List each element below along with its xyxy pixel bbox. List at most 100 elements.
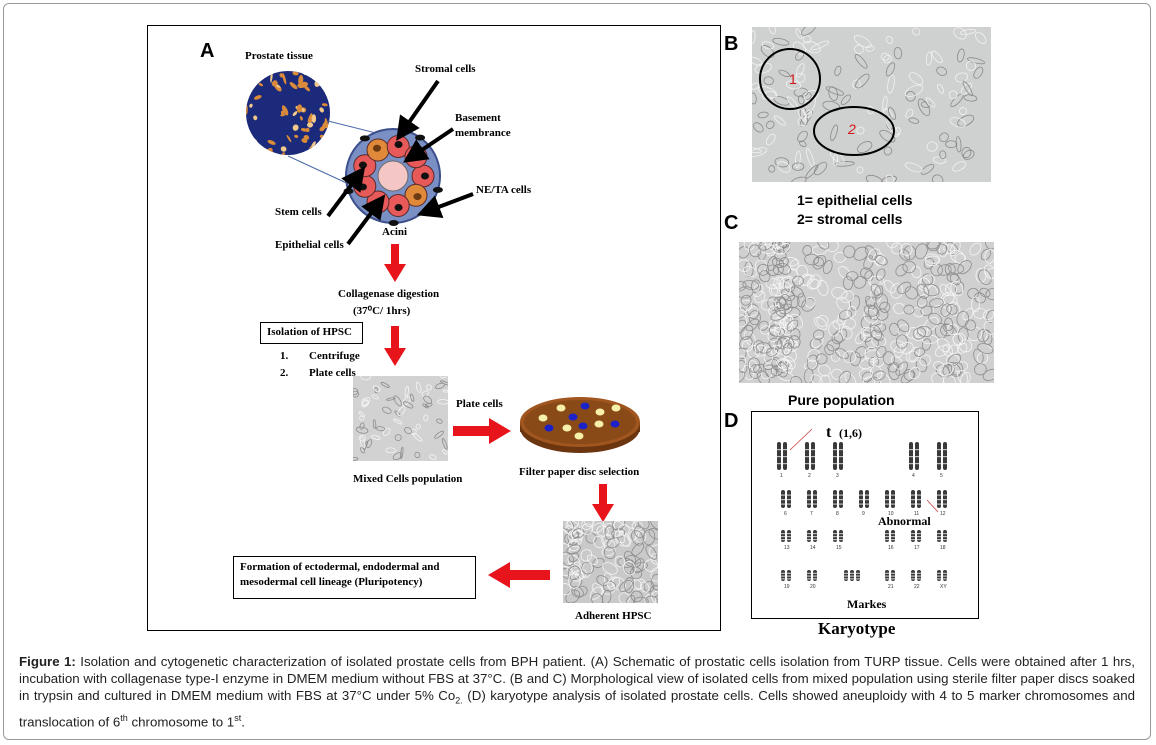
cell-outline: [760, 325, 771, 335]
cell-outline: [423, 395, 433, 404]
red-arrow-down-2: [384, 326, 406, 366]
cell-outline: [360, 376, 372, 381]
cell-outline: [801, 27, 817, 36]
cell-outline: [865, 174, 884, 182]
cell-outline: [960, 28, 976, 35]
cell-nucleus: [373, 144, 381, 152]
filter-disc: [568, 413, 578, 421]
chromosome-band: [937, 533, 941, 535]
tissue-fragment: [303, 135, 310, 140]
caption-text-1: Isolation and cytogenetic characterizati…: [19, 654, 1135, 703]
cell-outline: [985, 287, 994, 301]
cell-outline: [856, 126, 865, 135]
prostate-tissue-image: [246, 71, 330, 155]
cell-outline: [816, 315, 829, 327]
chromosome-band: [813, 503, 817, 505]
cell-outline: [939, 362, 954, 377]
chromosome-band: [833, 503, 837, 505]
cell-outline: [785, 80, 802, 90]
cell-outline: [954, 281, 965, 295]
chromosome-band: [839, 463, 843, 465]
cell-outline: [393, 395, 402, 407]
cell-outline: [404, 427, 412, 435]
cell-outline: [767, 296, 781, 311]
cell-outline: [952, 332, 966, 346]
chromosome-band: [917, 575, 921, 577]
cell-outline: [843, 276, 854, 290]
cell-outline: [876, 308, 889, 321]
cell-outline: [911, 265, 922, 279]
tissue-fragment: [303, 85, 310, 92]
cell-outline: [650, 567, 658, 582]
cell-outline: [353, 457, 359, 461]
cell-outline: [812, 257, 824, 270]
cell-outline: [426, 384, 432, 391]
chromosome-band: [859, 499, 863, 501]
cell-outline: [742, 279, 759, 290]
adherent-hpsc-label: Adherent HPSC: [575, 610, 652, 622]
cell-outline: [830, 124, 838, 141]
cell-outline: [591, 522, 604, 534]
cell-outline: [917, 294, 929, 307]
chromosome-band: [937, 494, 941, 496]
cell-outline: [604, 525, 615, 541]
cell-outline: [618, 531, 632, 548]
karyotype-title: Karyotype: [818, 619, 896, 638]
cell-outline: [741, 339, 753, 352]
chromosome-band: [787, 499, 791, 501]
cell-outline: [754, 259, 768, 272]
acini-label: Acini: [382, 226, 408, 238]
chromosome-band: [787, 539, 791, 541]
cell-outline: [822, 260, 833, 275]
cell-outline: [765, 264, 780, 276]
red-arrow-down-3: [592, 484, 614, 522]
cell-outline: [919, 274, 935, 289]
cell-outline: [959, 371, 971, 383]
chromosome-band: [943, 533, 947, 535]
cell-outline: [858, 368, 874, 380]
tissue-fragment: [286, 134, 292, 143]
cell-outline: [977, 343, 994, 354]
cell-outline: [986, 309, 994, 324]
cell-outline: [757, 370, 770, 383]
cell-outline: [442, 389, 448, 393]
cell-outline: [903, 369, 916, 381]
cell-outline: [880, 52, 890, 61]
cell-outline: [882, 351, 895, 366]
stromal-nucleus: [432, 186, 443, 193]
tissue-fragment: [253, 95, 262, 100]
cell-outline: [362, 397, 371, 406]
cell-outline: [585, 532, 597, 544]
panel-b-letter: B: [724, 33, 739, 55]
cell-outline: [977, 328, 990, 343]
cell-outline: [753, 363, 765, 374]
cell-outline: [778, 300, 791, 313]
cell-outline: [890, 355, 904, 370]
cell-outline: [819, 374, 831, 383]
chromosome-band: [859, 503, 863, 505]
cell-outline: [928, 312, 942, 325]
chromosome-band: [937, 578, 941, 580]
chromosome-band: [856, 572, 860, 574]
figure-caption: Figure 1: Isolation and cytogenetic char…: [19, 653, 1135, 730]
filter-disc: [580, 402, 590, 410]
cell-outline: [583, 521, 594, 527]
cell-outline: [817, 279, 829, 296]
step-1-number: 1.: [280, 350, 289, 362]
cell-outline: [359, 422, 365, 430]
cell-outline: [948, 90, 958, 100]
chromosome-number: 17: [914, 545, 920, 551]
cell-outline: [957, 114, 975, 127]
chromosome-band: [937, 463, 941, 465]
chromosome-band: [787, 575, 791, 577]
cell-outline: [643, 559, 658, 572]
chromosome-band: [911, 499, 915, 501]
cell-outline: [921, 338, 932, 351]
cell-outline: [360, 447, 366, 454]
cell-outline: [924, 316, 939, 331]
cell-outline: [931, 174, 944, 182]
cell-outline: [908, 117, 920, 124]
cell-outline: [946, 242, 959, 256]
isolation-box-label: Isolation of HPSC: [267, 326, 352, 338]
chromosome-band: [856, 578, 860, 580]
